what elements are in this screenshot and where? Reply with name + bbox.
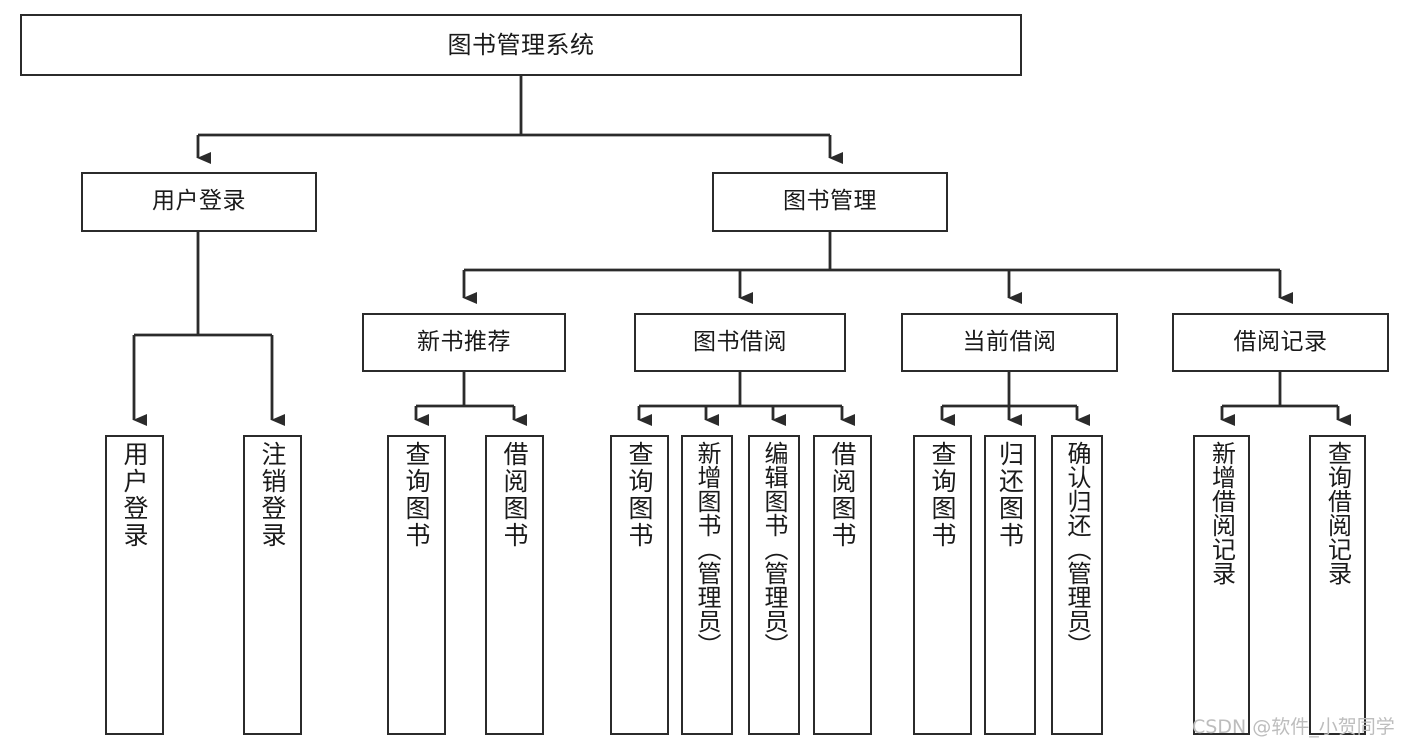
node-borrow-record[interactable]: 借阅记录 <box>1172 313 1389 372</box>
node-book-management[interactable]: 图书管理 <box>712 172 948 232</box>
node-label: 图书管理 <box>783 188 877 215</box>
node-label: 借阅记录 <box>1233 328 1328 355</box>
node-label: 注销登录 <box>258 441 287 549</box>
leaf-node-user-logout[interactable]: 注销登录 <box>243 435 302 735</box>
leaf-node-edit-book-admin[interactable]: 编辑图书（管理员） <box>748 435 800 735</box>
leaf-node-query-book-borrow[interactable]: 查询图书 <box>610 435 669 735</box>
leaf-node-return-book[interactable]: 归还图书 <box>984 435 1036 735</box>
node-label: 图书管理系统 <box>447 30 595 59</box>
node-label: 查询借阅记录 <box>1323 441 1352 585</box>
node-label: 归还图书 <box>995 441 1025 549</box>
node-label: 新增借阅记录 <box>1207 441 1236 585</box>
node-label: 用户登录 <box>152 188 246 215</box>
node-label: 新书推荐 <box>417 328 511 355</box>
node-label: 确认归还（管理员） <box>1063 441 1091 657</box>
node-label: 新增图书（管理员） <box>693 441 721 657</box>
node-new-book-recommendation[interactable]: 新书推荐 <box>362 313 566 372</box>
leaf-node-query-book-recommendation[interactable]: 查询图书 <box>387 435 446 735</box>
leaf-node-query-borrow-record[interactable]: 查询借阅记录 <box>1309 435 1366 735</box>
node-root-book-management-system[interactable]: 图书管理系统 <box>20 14 1022 76</box>
leaf-node-add-book-admin[interactable]: 新增图书（管理员） <box>681 435 733 735</box>
leaf-node-query-book-current[interactable]: 查询图书 <box>913 435 972 735</box>
leaf-node-user-login[interactable]: 用户登录 <box>105 435 164 735</box>
leaf-node-borrow-book[interactable]: 借阅图书 <box>813 435 872 735</box>
node-label: 图书借阅 <box>693 328 787 355</box>
node-book-borrow[interactable]: 图书借阅 <box>634 313 846 372</box>
node-current-borrow[interactable]: 当前借阅 <box>901 313 1118 372</box>
node-label: 查询图书 <box>402 441 431 549</box>
leaf-node-confirm-return-admin[interactable]: 确认归还（管理员） <box>1051 435 1103 735</box>
node-label: 借阅图书 <box>828 441 857 549</box>
node-label: 当前借阅 <box>962 328 1057 355</box>
node-label: 借阅图书 <box>500 441 529 549</box>
leaf-node-add-borrow-record[interactable]: 新增借阅记录 <box>1193 435 1250 735</box>
node-label: 查询图书 <box>928 441 957 549</box>
leaf-node-borrow-book-recommendation[interactable]: 借阅图书 <box>485 435 544 735</box>
node-label: 查询图书 <box>625 441 654 549</box>
node-user-login[interactable]: 用户登录 <box>81 172 317 232</box>
node-label: 编辑图书（管理员） <box>760 441 788 657</box>
node-label: 用户登录 <box>120 441 149 549</box>
